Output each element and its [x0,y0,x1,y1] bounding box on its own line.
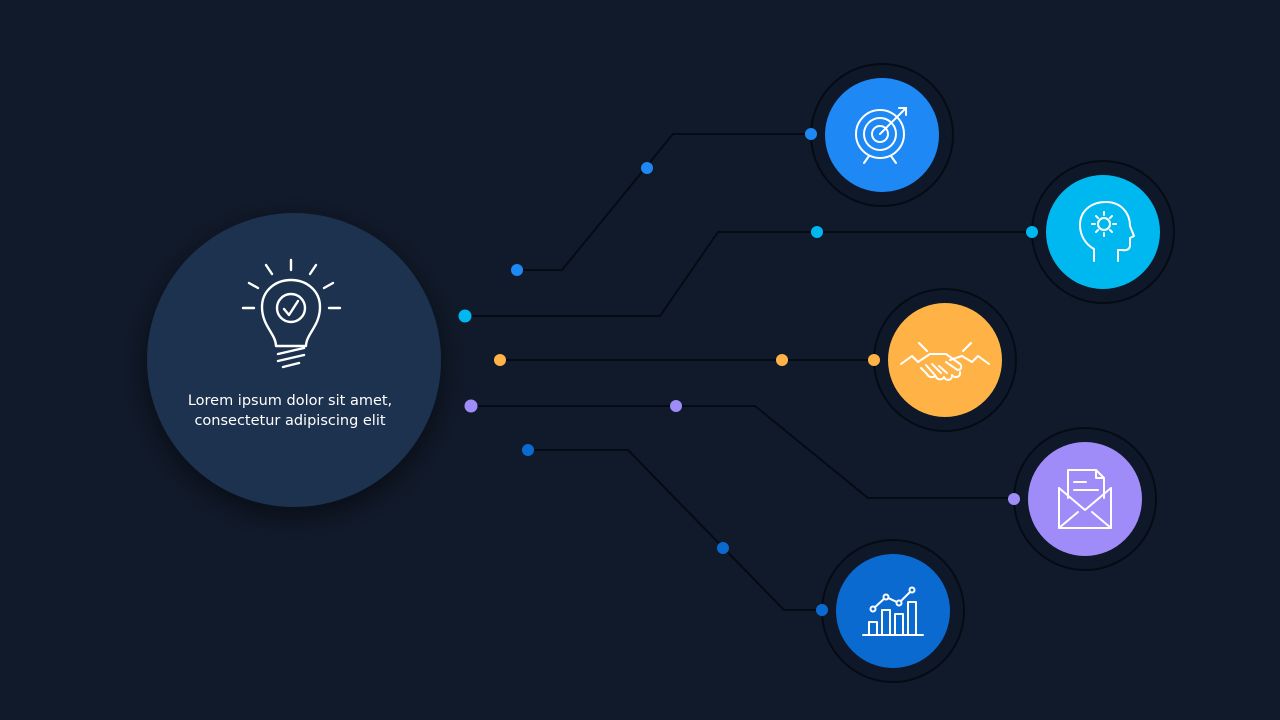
dot-mind-end [1026,226,1038,238]
dot-target-mid [641,162,653,174]
node-mail [1013,427,1157,571]
dot-mail-end [1008,493,1020,505]
head-gear-icon [1079,201,1135,262]
dot-target-end [805,128,817,140]
connector-chart [528,449,822,611]
node-target [810,63,954,207]
handshake-icon [900,342,990,381]
node-handshake [873,288,1017,432]
dot-chart-end [816,604,828,616]
node-mind [1031,160,1175,304]
connector-lines [465,133,1032,611]
document-envelope-icon [1058,469,1112,529]
center-caption: Lorem ipsum dolor sit amet, consectetur … [187,393,393,429]
dot-handshake-start [494,354,506,366]
node-chart [821,539,965,683]
dot-chart-mid [717,542,729,554]
dot-chart-start [522,444,534,456]
dot-mail-mid [670,400,682,412]
dot-mail-start [464,399,478,413]
central-node [147,213,441,507]
dot-handshake-end [868,354,880,366]
bar-chart-trend-icon [862,586,924,636]
connector-mail [471,405,1014,499]
target-icon [855,107,907,164]
connector-dots [458,128,1038,616]
lightbulb-check-icon [241,258,342,369]
dot-handshake-mid [776,354,788,366]
dot-target-start [511,264,523,276]
dot-mind-start [458,309,472,323]
dot-mind-mid [811,226,823,238]
connector-mind [465,231,1032,317]
connector-target [517,133,811,271]
